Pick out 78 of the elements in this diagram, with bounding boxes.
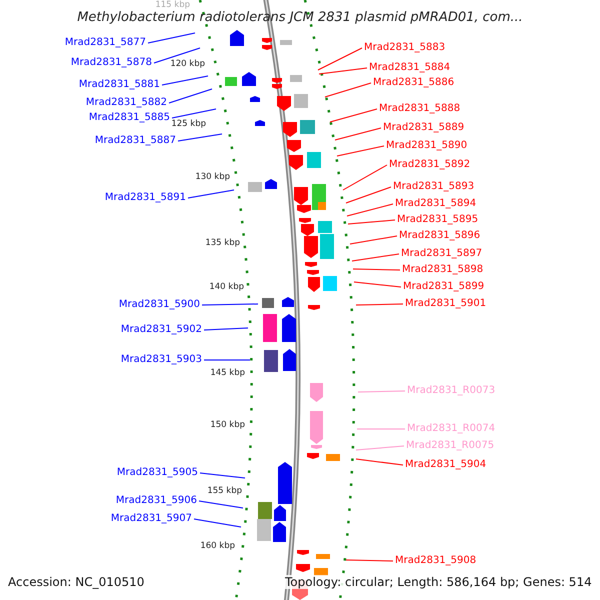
gene-label: Mrad2831_5881 bbox=[78, 79, 160, 91]
gene-label: Mrad2831_5903 bbox=[120, 354, 202, 366]
leader-line bbox=[202, 304, 258, 306]
gene-label: Mrad2831_5900 bbox=[118, 299, 200, 311]
gene-label: Mrad2831_5904 bbox=[405, 459, 486, 471]
gene-label: Mrad2831_5888 bbox=[379, 103, 460, 115]
gene-label: Mrad2831_5887 bbox=[94, 135, 176, 147]
leader-line bbox=[336, 146, 384, 156]
gene-label: Mrad2831_5883 bbox=[364, 42, 446, 54]
gene-label: Mrad2831_5893 bbox=[393, 181, 474, 193]
gene-label: Mrad2831_5908 bbox=[395, 555, 476, 567]
leader-line bbox=[318, 48, 362, 70]
gene-label: Mrad2831_5889 bbox=[383, 122, 464, 134]
gene-label: Mrad2831_5882 bbox=[86, 97, 167, 109]
gene-label: Mrad2831_5885 bbox=[88, 112, 170, 124]
leader-line bbox=[194, 518, 242, 528]
scale-tick-label: 140 kbp bbox=[209, 282, 244, 292]
leader-line bbox=[324, 82, 372, 98]
leader-line bbox=[172, 108, 216, 118]
leader-line bbox=[346, 186, 392, 204]
gene-label: Mrad2831_R0074 bbox=[407, 423, 496, 435]
scale-tick-label: 155 kbp bbox=[207, 486, 242, 496]
gene-label: Mrad2831_5907 bbox=[110, 513, 192, 525]
gene-label: Mrad2831_5897 bbox=[401, 248, 482, 260]
gene-label: Mrad2831_5901 bbox=[405, 298, 486, 310]
scale-tick-label: 150 kbp bbox=[210, 420, 245, 430]
scale-tick-label: 115 kbp bbox=[155, 0, 190, 10]
gene-label: Mrad2831_R0075 bbox=[406, 440, 494, 452]
gene-label: Mrad2831_5891 bbox=[104, 192, 186, 204]
gene-label: Mrad2831_R0073 bbox=[407, 385, 496, 397]
leader-line bbox=[346, 560, 394, 562]
leader-line bbox=[348, 220, 396, 224]
leader-line bbox=[204, 328, 248, 330]
leader-line bbox=[198, 500, 244, 508]
gene-label: Mrad2831_5902 bbox=[120, 324, 202, 336]
gene-label: Mrad2831_5896 bbox=[399, 230, 480, 242]
footer-note: Topology: circular; Length: 586,164 bp; Genes: 514 bbox=[285, 575, 592, 589]
scale-tick-label: 130 kbp bbox=[195, 172, 230, 182]
leader-line bbox=[354, 282, 402, 288]
gene-label: Mrad2831_5878 bbox=[70, 57, 152, 69]
leader-line bbox=[342, 164, 388, 190]
scale-tick-label: 135 kbp bbox=[205, 238, 240, 248]
leader-line bbox=[318, 68, 368, 74]
leader-line bbox=[178, 134, 222, 142]
gene-label: Mrad2831_5898 bbox=[402, 264, 484, 276]
leader-line bbox=[352, 268, 400, 270]
leader-line bbox=[154, 48, 200, 64]
gene-label: Mrad2831_5894 bbox=[395, 198, 476, 210]
footer-note: Accession: NC_010510 bbox=[8, 575, 144, 589]
leader-line bbox=[330, 108, 378, 122]
leader-line bbox=[188, 190, 234, 198]
leader-line bbox=[334, 128, 382, 140]
gene-label: Mrad2831_5890 bbox=[386, 140, 468, 152]
gene-label: Mrad2831_5886 bbox=[373, 77, 454, 89]
gene-label: Mrad2831_5906 bbox=[116, 495, 197, 507]
scale-tick-label: 145 kbp bbox=[210, 368, 245, 378]
leader-line bbox=[148, 32, 196, 44]
scale-tick-label: 120 kbp bbox=[170, 59, 205, 69]
gene-label: Mrad2831_5905 bbox=[116, 467, 198, 479]
leader-line bbox=[352, 254, 400, 262]
leader-line bbox=[168, 88, 212, 104]
map-title: Methylobacterium radiotolerans JCM 2831 plasmid pMRAD01, com... bbox=[76, 10, 524, 25]
gene-label: Mrad2831_5899 bbox=[403, 281, 484, 293]
leader-line bbox=[356, 428, 406, 430]
gene-label: Mrad2831_5884 bbox=[369, 62, 450, 74]
gene-label: Mrad2831_5895 bbox=[397, 214, 478, 226]
leader-line bbox=[356, 446, 404, 450]
leader-line bbox=[356, 304, 404, 306]
leader-line bbox=[356, 458, 404, 466]
leader-line bbox=[358, 390, 406, 392]
gene-label: Mrad2831_5892 bbox=[389, 159, 470, 171]
leader-line bbox=[350, 236, 398, 244]
gene-label: Mrad2831_5877 bbox=[64, 37, 146, 49]
leader-line bbox=[200, 472, 246, 478]
leader-line bbox=[346, 204, 394, 216]
scale-tick-label: 125 kbp bbox=[171, 119, 206, 129]
leader-line bbox=[162, 76, 208, 86]
scale-tick-label: 160 kbp bbox=[200, 541, 235, 551]
